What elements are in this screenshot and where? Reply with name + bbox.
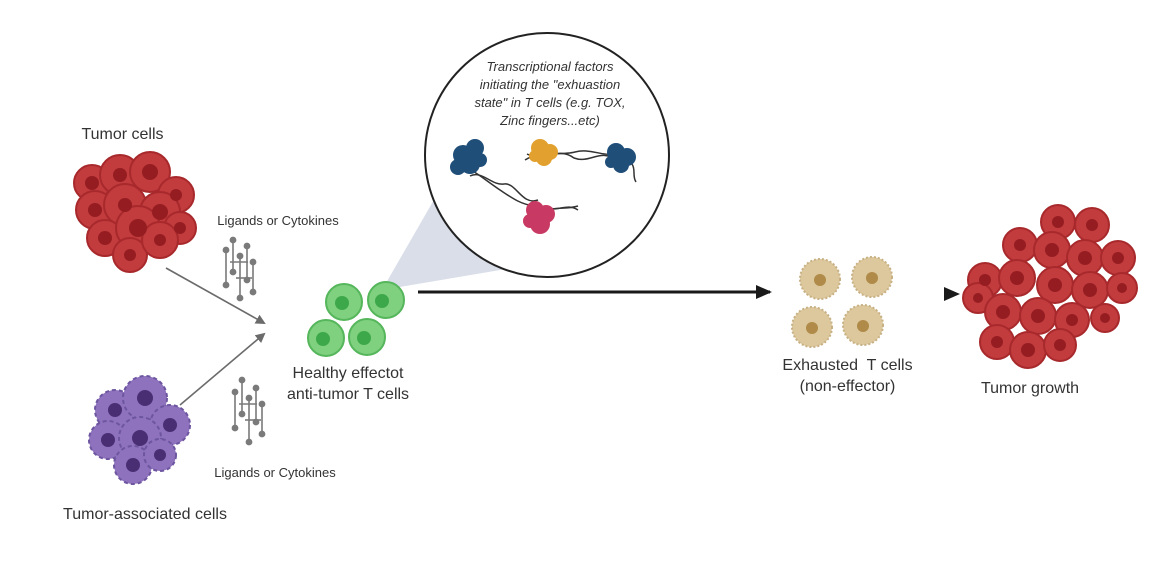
tumor-growth-cluster — [962, 204, 1138, 369]
arrow-tumor-to-tcells — [165, 267, 266, 324]
transcription-factor-callout-text: Transcriptional factors initiating the "… — [450, 58, 650, 130]
healthy-t-cells-label: Healthy effectot anti-tumor T cells — [268, 363, 428, 405]
zoom-cone — [382, 198, 512, 290]
healthy-t-cells-label-line1: Healthy effectot — [292, 365, 404, 382]
ligands-bottom-label: Ligands or Cytokines — [214, 465, 336, 480]
tumor-associated-cells-label: Tumor-associated cells — [63, 506, 227, 523]
arrow-associated-to-tcells — [179, 332, 266, 406]
exhausted-t-cells-label-line1: Exhausted T cells — [782, 357, 913, 374]
protein-blue-right-icon — [605, 143, 636, 173]
callout-line2: initiating the "exhuastion — [479, 77, 621, 92]
protein-pink-icon — [523, 201, 555, 234]
ligands-top-label: Ligands or Cytokines — [217, 213, 339, 228]
callout-line1: Transcriptional factors — [486, 59, 614, 74]
callout-line4: Zinc fingers...etc) — [500, 113, 600, 128]
healthy-t-cells-label-line2: anti-tumor T cells — [286, 386, 410, 403]
exhausted-t-cells-label-line2: (non-effector) — [799, 378, 896, 395]
tumor-growth-label: Tumor growth — [980, 380, 1080, 397]
exhausted-t-cells — [791, 256, 893, 348]
protein-orange-icon — [529, 139, 558, 166]
ligands-cytokines-icon-top — [222, 236, 257, 302]
healthy-t-cells — [307, 281, 405, 357]
callout-line3: state" in T cells (e.g. TOX, — [474, 95, 626, 110]
tumor-cells-cluster — [73, 151, 197, 273]
tumor-associated-cells-cluster — [88, 375, 191, 485]
exhausted-t-cells-label: Exhausted T cells (non-effector) — [770, 355, 925, 397]
tumor-cells-label: Tumor cells — [81, 126, 164, 143]
ligands-cytokines-icon-bottom — [231, 376, 266, 446]
protein-blue-left-icon — [450, 139, 487, 175]
